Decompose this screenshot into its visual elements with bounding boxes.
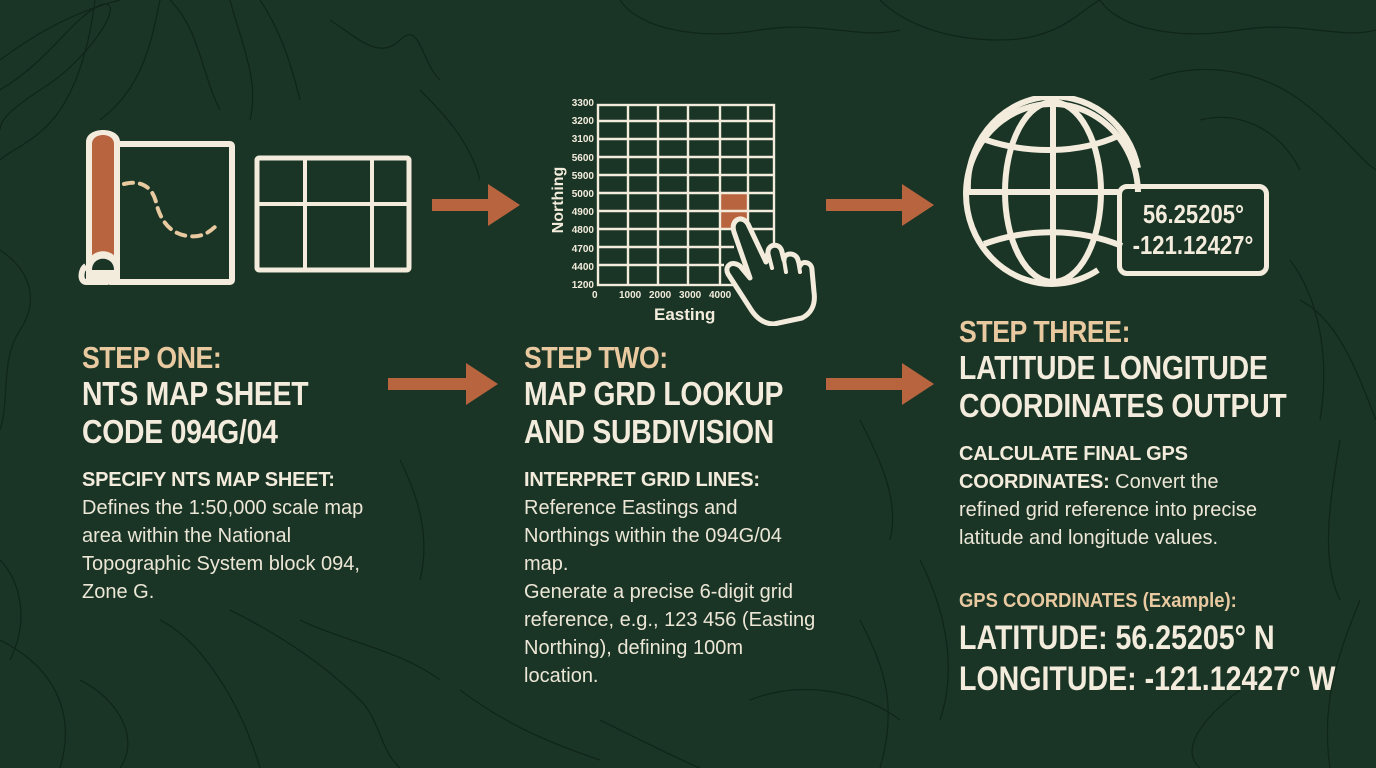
step-one-subhead: SPECIFY NTS MAP SHEET: xyxy=(82,469,335,491)
y-axis-label: Northing xyxy=(550,166,567,234)
map-scroll-icon xyxy=(78,130,235,285)
arrow-right-icon xyxy=(826,363,934,405)
y-tick-label: 5600 xyxy=(571,152,594,164)
body-line: Defines the 1:50,000 scale map xyxy=(82,497,364,519)
body-line: Convert the xyxy=(1109,471,1219,493)
y-tick-label: 4900 xyxy=(571,207,594,219)
x-tick-label: 2000 xyxy=(649,290,672,301)
body-line: area within the National xyxy=(82,525,292,547)
body-line: Zone G. xyxy=(82,581,155,603)
step-one-title-line-2: CODE 094G/04 xyxy=(82,413,278,450)
arrow-right-icon xyxy=(388,363,498,405)
coordinate-longitude: -121.12427° xyxy=(1132,230,1254,260)
step-three: STEP THREE: LATITUDE LONGITUDE COORDINAT… xyxy=(959,314,1340,425)
y-tick-label: 4400 xyxy=(571,261,594,273)
step-two-title-line-1: MAP GRD LOOKUP xyxy=(524,375,784,412)
y-tick-label: 4800 xyxy=(571,225,594,237)
step-three-description: CALCULATE FINAL GPS COORDINATES: Convert… xyxy=(959,440,1339,552)
y-tick-label: 5900 xyxy=(571,170,594,182)
northing-easting-grid-icon: Northing 3300 3200 3100 5600 5900 5000 4900 480… xyxy=(530,95,830,330)
body-line: reference, e.g., 123 456 (Easting xyxy=(524,609,816,631)
step-three-title-line-1: LATITUDE LONGITUDE xyxy=(959,349,1268,386)
body-line: latitude and longitude values. xyxy=(959,527,1219,549)
step-two-title-line-2: AND SUBDIVISION xyxy=(524,413,775,450)
body-line: Northings within the 094G/04 xyxy=(524,525,782,547)
gps-example-label: GPS COORDINATES (Example): xyxy=(959,590,1237,612)
y-tick-label: 5000 xyxy=(571,189,594,200)
x-tick-label: 4000 xyxy=(709,290,732,301)
y-tick-label: 3200 xyxy=(571,116,594,128)
body-line: Reference Eastings and xyxy=(524,497,738,519)
coordinate-box: 56.25205° -121.12427° xyxy=(1117,184,1269,276)
step-one-description: SPECIFY NTS MAP SHEET: Defines the 1:50,… xyxy=(82,466,422,606)
pointing-hand-icon xyxy=(724,216,817,326)
step-one: STEP ONE: NTS MAP SHEET CODE 094G/04 xyxy=(82,340,345,451)
arrow-right-icon xyxy=(826,184,934,226)
step-two: STEP TWO: MAP GRD LOOKUP AND SUBDIVISION xyxy=(524,340,825,451)
y-tick-label: 1200 xyxy=(571,280,594,291)
step-three-subhead-line-2: COORDINATES: xyxy=(959,471,1110,493)
arrow-right-icon xyxy=(432,184,520,226)
body-line: location. xyxy=(524,665,599,687)
coordinate-latitude: 56.25205° xyxy=(1142,199,1244,229)
body-line: refined grid reference into precise xyxy=(959,499,1257,521)
body-line: Topographic System block 094, xyxy=(82,553,360,575)
body-line: Generate a precise 6-digit grid xyxy=(524,581,794,603)
gps-example: GPS COORDINATES (Example): LATITUDE: 56.… xyxy=(959,586,1376,700)
globe-icon xyxy=(963,96,1141,287)
x-tick-label: 0 xyxy=(592,290,598,301)
x-axis-label: Easting xyxy=(654,305,716,324)
longitude-line: LONGITUDE: -121.12427° W xyxy=(959,660,1336,698)
step-two-label: STEP TWO: xyxy=(524,340,668,375)
step-two-description: INTERPRET GRID LINES: Reference Eastings… xyxy=(524,466,864,690)
x-tick-label: 1000 xyxy=(619,290,642,301)
step-one-title-line-1: NTS MAP SHEET xyxy=(82,375,309,412)
y-tick-label: 3100 xyxy=(571,134,594,146)
step-one-label: STEP ONE: xyxy=(82,340,222,375)
x-tick-label: 3000 xyxy=(679,290,702,301)
latitude-line: LATITUDE: 56.25205° N xyxy=(959,619,1275,657)
body-line: Northing), defining 100m xyxy=(524,637,744,659)
body-line: map. xyxy=(524,553,569,575)
step-three-subhead-line-1: CALCULATE FINAL GPS xyxy=(959,443,1188,465)
y-tick-label: 3300 xyxy=(571,98,594,109)
y-tick-label: 4700 xyxy=(571,243,594,255)
step-three-label: STEP THREE: xyxy=(959,314,1131,349)
map-sheet-grid-icon xyxy=(254,155,412,273)
step-two-subhead: INTERPRET GRID LINES: xyxy=(524,469,760,491)
step-three-title-line-2: COORDINATES OUTPUT xyxy=(959,387,1287,424)
grid-lines xyxy=(596,103,776,287)
